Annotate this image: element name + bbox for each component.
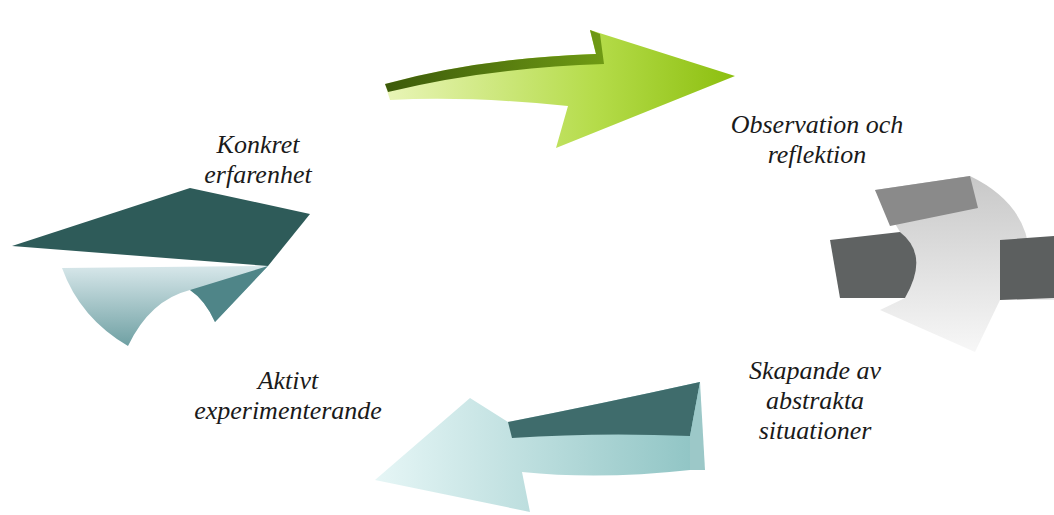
arrow-top <box>508 382 700 438</box>
arrow-side <box>830 232 916 298</box>
stage-label: Aktivt experimenterande <box>183 366 393 426</box>
arrow-side <box>690 382 705 470</box>
arrow-top <box>385 30 604 92</box>
arrow-side <box>1000 236 1054 300</box>
arrow-face <box>62 266 268 346</box>
arrow-top <box>875 176 978 226</box>
teal-arrow <box>12 188 310 346</box>
stage-label: Konkret erfarenhet <box>183 130 333 190</box>
green-arrow <box>385 30 735 148</box>
cyan-arrow <box>375 382 705 512</box>
arrow-top <box>12 188 310 266</box>
arrow-side <box>190 266 268 322</box>
arrow-face <box>375 382 700 512</box>
arrow-face <box>385 30 735 148</box>
stage-label: Skapande av abstrakta situationer <box>730 356 900 446</box>
stage-label: Observation och reflektion <box>712 110 922 170</box>
grey-arrow <box>830 176 1054 352</box>
